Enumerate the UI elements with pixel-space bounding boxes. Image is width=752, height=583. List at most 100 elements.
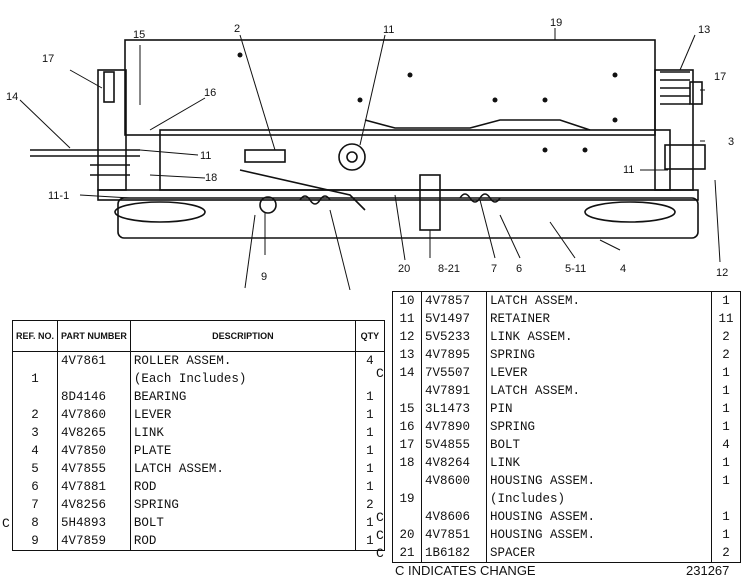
qty-cell: 1 [354,442,385,460]
callout-14: 14 [6,91,18,103]
part-number-cell: 5H4893 [57,514,131,532]
part-number-cell: 4V7890 [421,418,487,436]
qty-cell: 1 [711,291,741,310]
part-number-cell: 5V5233 [421,328,487,346]
ref-cell: 17 [399,438,415,452]
parts-table-left: REF. NO. PART NUMBER DESCRIPTION QTY 4V7… [12,320,385,551]
qty-cell: 1 [711,526,741,544]
ref-cell: 16 [399,420,415,434]
spring-center [459,193,501,203]
callout-5-11: 5-11 [565,263,586,275]
part-number-cell [57,370,131,388]
description-cell: ROLLER ASSEM. [129,351,356,370]
ref-cell: 1 [31,372,39,386]
description-cell: LEVER [129,406,356,424]
rail [97,189,699,201]
qty-cell: 1 [711,418,741,436]
callout-19: 19 [550,17,562,29]
ref-cell: 8 [31,516,39,530]
part-number-cell: 5V1497 [421,310,487,328]
qty-cell [711,490,741,508]
description-cell: LINK [486,454,712,472]
lever-slot [244,149,286,163]
ref-cell: 12 [399,330,415,344]
description-cell: LINK [129,424,356,442]
part-number-cell: 4V7895 [421,346,487,364]
description-cell: BEARING [129,388,356,406]
callout-4: 4 [620,263,626,275]
qty-cell: 1 [711,400,741,418]
description-cell: HOUSING ASSEM. [486,508,712,526]
callout-15: 15 [133,29,145,41]
description-cell: LEVER [486,364,712,382]
callout-13: 13 [698,24,710,36]
callout-3: 3 [728,136,734,148]
roller-left [259,196,277,214]
illustration-number: 231267 [686,563,730,578]
ref-cell [393,472,422,490]
callout-17b: 17 [714,71,726,83]
spring-left [299,195,331,205]
qty-cell: 2 [354,496,385,514]
description-cell: RETAINER [486,310,712,328]
qty-cell: 1 [354,424,385,442]
callout-11: 11 [383,24,394,36]
ref-cell: 20 [399,528,415,542]
callout-9: 9 [261,271,267,283]
qty-cell: 11 [711,310,741,328]
change-marker: C [376,366,384,381]
bolt-spacer [419,174,441,231]
description-cell: ROD [129,532,356,551]
change-legend: C INDICATES CHANGE [395,563,536,578]
description-cell: SPACER [486,544,712,563]
table-row: 1(Each Includes) [13,370,385,388]
table-row: 19(Includes) [393,490,741,508]
description-cell: (Includes) [486,490,712,508]
qty-cell: 4 [354,351,385,370]
description-cell: PIN [486,400,712,418]
callout-6: 6 [516,263,522,275]
ref-cell: 5 [31,462,39,476]
qty-cell: 1 [354,478,385,496]
callout-12: 12 [716,267,728,279]
part-number-cell: 4V7859 [57,532,131,551]
part-number-cell: 4V7857 [421,291,487,310]
part-number-cell: 4V7881 [57,478,131,496]
ref-cell: 15 [399,402,415,416]
qty-cell: 2 [711,328,741,346]
header-part: PART NUMBER [57,320,131,352]
ref-cell: 3 [31,426,39,440]
ref-cell: 7 [31,498,39,512]
ref-cell: 4 [31,444,39,458]
description-cell: HOUSING ASSEM. [486,526,712,544]
part-number-cell: 3L1473 [421,400,487,418]
change-marker: C [376,528,384,543]
ref-cell: 11 [399,312,415,326]
ref-cell: 10 [399,294,415,308]
part-number-cell: 7V5507 [421,364,487,382]
part-number-cell: 4V8606 [421,508,487,526]
qty-cell: 1 [711,382,741,400]
part-number-cell [421,490,487,508]
ref-cell [393,382,422,400]
part-number-cell: 4V7855 [57,460,131,478]
pivot-hub [346,151,358,163]
part-number-cell: 4V8265 [57,424,131,442]
change-marker: C [376,510,384,525]
description-cell: SPRING [486,346,712,364]
roller-assem-right [584,201,676,223]
callout-8-21: 8-21 [438,263,460,275]
part-number-cell: 5V4855 [421,436,487,454]
qty-cell: 1 [354,388,385,406]
qty-cell: 1 [711,472,741,490]
